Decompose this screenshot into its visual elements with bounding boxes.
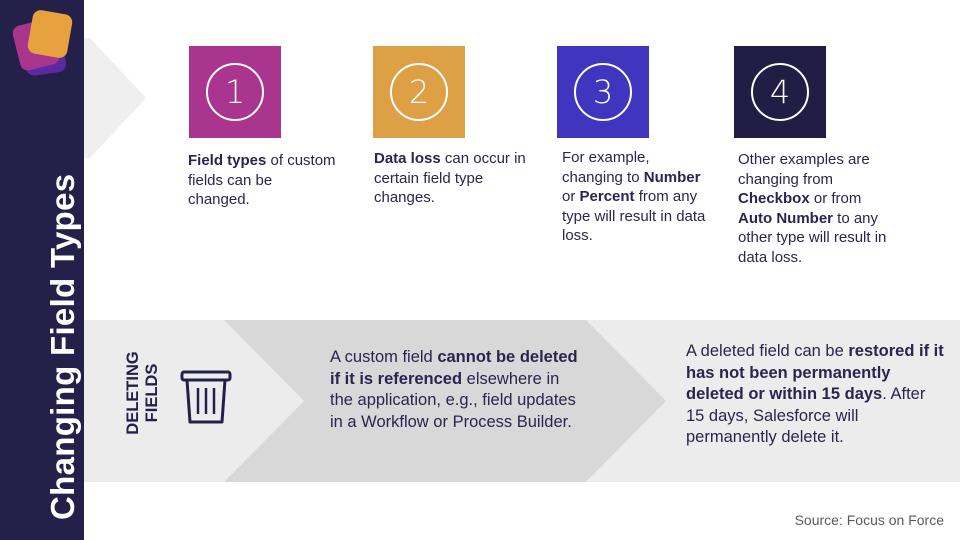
chevron-decoration: [84, 38, 146, 158]
step-2-number: 2: [390, 63, 448, 121]
deleting-reference-text: A custom field cannot be deleted if it i…: [330, 348, 578, 431]
step-1-number: 1: [206, 63, 264, 121]
step-4-number: 4: [751, 63, 809, 121]
step-4-box: 4: [734, 46, 826, 138]
deleting-band: [84, 320, 960, 482]
step-3-box: 3: [557, 46, 649, 138]
page-title: Changing Field Types: [44, 173, 81, 520]
step-3-text: For example, changing to Number or Perce…: [562, 149, 706, 244]
deleting-fields-label: DELETING FIELDS: [124, 351, 161, 435]
step-1-text: Field types of custom fields can be chan…: [188, 152, 336, 208]
sidebar: Changing Field Types: [0, 0, 84, 540]
step-2-box: 2: [373, 46, 465, 138]
step-1-box: 1: [189, 46, 281, 138]
deleting-restore-text: A deleted field can be restored if it ha…: [686, 342, 944, 446]
step-2-text: Data loss can occur in certain field typ…: [374, 150, 526, 206]
source-caption: Source: Focus on Force: [794, 512, 944, 528]
brand-logo-icon: [12, 10, 73, 76]
step-4-text: Other examples are changing from Checkbo…: [738, 151, 887, 266]
step-3-number: 3: [574, 63, 632, 121]
trash-icon: [180, 370, 232, 424]
